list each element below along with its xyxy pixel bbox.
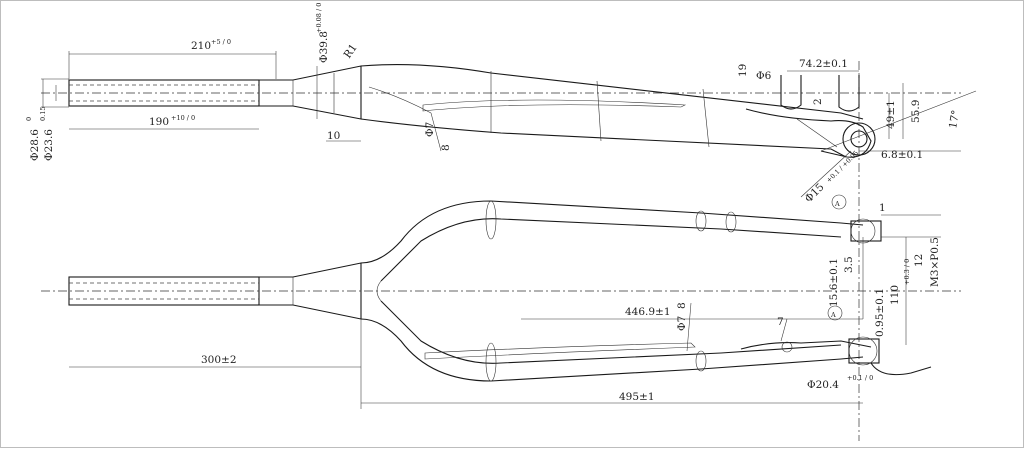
mount-spacing-label: 74.2±0.1: [799, 58, 848, 70]
dim-55-label: 55.9: [910, 100, 922, 123]
angle-leader: [820, 90, 977, 152]
brake-body: [740, 340, 872, 350]
dim-12-label: 12: [913, 254, 925, 267]
dim-20-4-label: Φ20.4: [807, 379, 839, 391]
axle-leader: [800, 150, 852, 198]
blade-section-3: [596, 80, 602, 142]
length-446-label: 446.9±1: [625, 306, 671, 318]
insert-length-label: 190: [149, 116, 169, 128]
cable-hole-2-label: Φ7: [676, 316, 688, 331]
dropout-slot: [796, 118, 838, 148]
cable-hole-leader: [430, 112, 442, 152]
dim-7-leader: [780, 318, 788, 342]
blade-upper-edge: [360, 64, 864, 120]
axle-diameter-label: Φ15: [803, 181, 827, 205]
steerer-taper: [259, 65, 362, 120]
brake-mount-left: [780, 75, 802, 110]
steerer-length-tol: +5 / 0: [211, 38, 231, 46]
steerer-diameter-tol: 0: [25, 117, 33, 121]
lower-blade-inner: [380, 300, 842, 364]
brake-bolt: [781, 341, 793, 353]
blade-lower-edge: [360, 118, 847, 158]
dim-6-label: Φ6: [756, 70, 772, 82]
cable-hole-2-leader: [686, 302, 692, 352]
crown-height-label: 10: [327, 130, 340, 142]
crown-race-tol: +0.08 / 0: [315, 3, 323, 33]
callout-a-top-label: A: [834, 200, 840, 208]
inner-diameter-label: Φ23.6: [43, 129, 55, 161]
lower-dropout-ring: [848, 336, 878, 366]
fork-length-label: 300±2: [201, 354, 237, 366]
dim-15-6-label: 15.6±0.1: [828, 258, 840, 307]
crown-curve: [368, 86, 432, 114]
dropout-offset-label: 6.8±0.1: [881, 149, 923, 161]
insert-length-tol: +10 / 0: [171, 114, 195, 122]
upper-section-2: [695, 210, 707, 232]
front-view: A A 300±2 495±1 446.9±1 Φ7 8 7 1 12 M3×P…: [41, 194, 961, 409]
dim-110-label: 110: [889, 285, 901, 305]
axle-diameter-tol: +0.1 / +0.05: [825, 149, 860, 184]
upper-section-3: [725, 211, 737, 233]
cable-channel: [422, 99, 687, 112]
callout-a-bottom-label: A: [830, 311, 836, 319]
radius-label: R1: [342, 42, 360, 61]
front-cable-channel: [424, 342, 696, 360]
thread-label: M3×P0.5: [929, 237, 941, 287]
steerer-length-label: 210: [191, 40, 211, 52]
upper-blade-inner: [380, 218, 842, 282]
dim-0-95-label: 0.95±0.1: [874, 288, 886, 337]
dim-49-label: 49±1: [885, 100, 897, 129]
callout-a-top: [831, 194, 847, 210]
lower-dropout-tab: [870, 362, 932, 376]
crown-inner-arch: [376, 280, 382, 302]
dim-3-5-label: 3.5: [843, 256, 855, 273]
dim-110-tol: +0.3 / 0: [903, 259, 911, 285]
front-steerer-taper: [259, 262, 362, 320]
dim-20-4-tol: +0.1 / 0: [847, 374, 873, 382]
dim-19-label: 19: [737, 64, 749, 77]
upper-blade-outer: [360, 200, 864, 264]
total-length-label: 495±1: [619, 391, 655, 403]
lower-section-2: [695, 350, 707, 372]
callout-a-bottom: [827, 305, 843, 321]
inner-diameter-tol: 0.15: [39, 107, 47, 121]
cable-hole-depth: 8: [440, 144, 452, 151]
lower-section-1: [485, 342, 497, 382]
upper-section-1: [485, 200, 497, 240]
side-view: 210 +5 / 0 190 +10 / 0 Φ28.6 0 Φ23.6 0.1…: [25, 3, 977, 441]
angle-label: 17°: [947, 109, 962, 129]
cable-hole-2-depth: 8: [676, 302, 688, 309]
steerer-diameter-label: Φ28.6: [29, 129, 41, 161]
dim-1-label: 1: [879, 202, 886, 214]
crown-race-label: Φ39.8: [318, 31, 330, 63]
lower-blade-outer: [360, 318, 864, 382]
cable-hole-label: Φ7: [424, 122, 436, 137]
dim-2-label: 2: [812, 98, 824, 105]
blade-section-2: [702, 88, 710, 148]
dim-7-label: 7: [777, 316, 784, 328]
